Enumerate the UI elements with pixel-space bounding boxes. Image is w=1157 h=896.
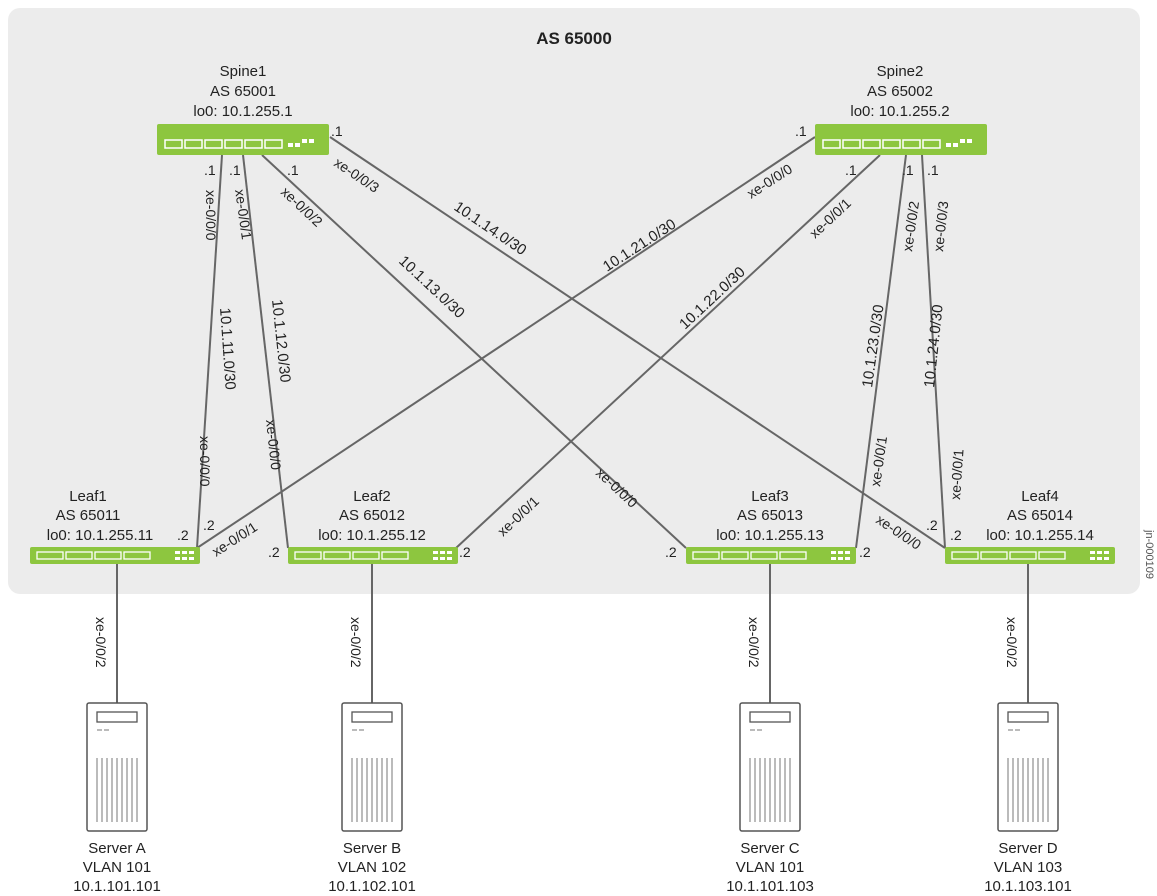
spine1-lo0: lo0: 10.1.255.1	[193, 103, 292, 120]
leaf4-port-xe001: xe-0/0/1	[947, 448, 967, 500]
spine2-port-xe002: xe-0/0/2	[899, 200, 922, 253]
leaf3-switch-icon	[686, 547, 856, 564]
spine2-ip-xe002: .1	[902, 162, 914, 178]
link-spine1-leaf4	[329, 136, 946, 549]
link-spine2-leaf2	[455, 154, 881, 549]
leaf2-as: AS 65012	[339, 507, 405, 524]
link-spine1-leaf2	[242, 154, 289, 549]
leaf1-port-xe000: xe-0/0/0	[197, 436, 213, 487]
serverA-port: xe-0/0/2	[93, 617, 109, 668]
link-spine1-leaf1	[196, 154, 223, 549]
server-a[interactable]: Server A VLAN 101 10.1.101.101	[73, 702, 161, 895]
server-a-ip: 10.1.101.101	[73, 878, 161, 895]
spine2-lo0: lo0: 10.1.255.2	[850, 103, 949, 120]
leaf4-as: AS 65014	[1007, 507, 1073, 524]
spine1-ip-xe003: .1	[331, 123, 343, 139]
leaf-ip-labels: .2 .2 .2 .2 .2 .2 .2 .2	[177, 517, 962, 560]
leaf4-lo0: lo0: 10.1.255.14	[986, 527, 1094, 544]
figure-id: jn-000109	[1143, 529, 1155, 579]
leaf4-ip-xe001: .2	[950, 527, 962, 543]
fabric-links	[196, 136, 946, 549]
spine-ip-labels: .1 .1 .1 .1 .1 .1 .1 .1	[204, 123, 939, 178]
spine1-name: Spine1	[220, 63, 267, 80]
spine2-ip-xe003: .1	[927, 162, 939, 178]
spine1[interactable]: Spine1 AS 65001 lo0: 10.1.255.1	[157, 63, 329, 155]
spine1-port-xe001: xe-0/0/1	[232, 188, 255, 241]
leaf4-switch-icon	[945, 547, 1115, 564]
leaf1-name: Leaf1	[69, 488, 107, 505]
server-b-ip: 10.1.102.101	[328, 878, 416, 895]
server-d-name: Server D	[998, 840, 1057, 857]
leaf3-ip-xe000: .2	[665, 544, 677, 560]
spine2-name: Spine2	[877, 63, 924, 80]
spine2-ip-xe000: .1	[795, 123, 807, 139]
leaf2-ip-xe000: .2	[268, 544, 280, 560]
server-a-name: Server A	[88, 840, 146, 857]
leaf1-ip-xe001: .2	[203, 517, 215, 533]
spine1-ip-xe000: .1	[204, 162, 216, 178]
leaf2-name: Leaf2	[353, 488, 391, 505]
serverB-port: xe-0/0/2	[348, 617, 364, 668]
server-c[interactable]: Server C VLAN 101 10.1.101.103	[726, 702, 814, 895]
server-c-name: Server C	[740, 840, 799, 857]
leaf1-lo0: lo0: 10.1.255.11	[47, 527, 153, 544]
leaf3-lo0: lo0: 10.1.255.13	[716, 527, 824, 544]
server-port-labels: xe-0/0/2 xe-0/0/2 xe-0/0/2 xe-0/0/2	[93, 617, 1020, 668]
leaf3-name: Leaf3	[751, 488, 789, 505]
spine2-port-xe003: xe-0/0/3	[930, 200, 951, 252]
leaf1-switch-icon	[30, 547, 200, 564]
spine2-ip-xe001: .1	[845, 162, 857, 178]
server-b-name: Server B	[343, 840, 401, 857]
leaf2-lo0: lo0: 10.1.255.12	[318, 527, 426, 544]
server-d-vlan: VLAN 103	[994, 859, 1062, 876]
leaf1-as: AS 65011	[56, 507, 121, 524]
leaf2[interactable]: Leaf2 AS 65012 lo0: 10.1.255.12	[288, 488, 458, 564]
link-spine2-leaf1	[196, 136, 816, 549]
link-spine2-leaf4	[921, 154, 946, 549]
access-links	[116, 564, 1029, 703]
as-65000-label: AS 65000	[536, 29, 612, 48]
server-c-ip: 10.1.101.103	[726, 878, 814, 895]
subnet-10-1-11-0: 10.1.11.0/30	[216, 307, 239, 390]
serverC-port: xe-0/0/2	[746, 617, 762, 668]
leaf2-switch-icon	[288, 547, 458, 564]
leaf4-name: Leaf4	[1021, 488, 1059, 505]
leaf1-ip-xe000: .2	[177, 527, 189, 543]
spine1-ip-xe002: .1	[287, 162, 299, 178]
server-b-vlan: VLAN 102	[338, 859, 406, 876]
server-b[interactable]: Server B VLAN 102 10.1.102.101	[328, 702, 416, 895]
leaf2-ip-xe001: .2	[459, 544, 471, 560]
server-d[interactable]: Server D VLAN 103 10.1.103.101	[984, 702, 1072, 895]
spine2-as: AS 65002	[867, 83, 933, 100]
spine1-ip-xe001: .1	[229, 162, 241, 178]
leaf3-as: AS 65013	[737, 507, 803, 524]
server-a-vlan: VLAN 101	[83, 859, 151, 876]
leaf3-port-xe001: xe-0/0/1	[867, 435, 890, 488]
leaf2-port-xe000: xe-0/0/0	[263, 419, 284, 471]
spine2[interactable]: Spine2 AS 65002 lo0: 10.1.255.2	[815, 63, 987, 155]
link-spine1-leaf3	[261, 154, 687, 549]
leaf4-ip-xe000: .2	[926, 517, 938, 533]
server-d-ip: 10.1.103.101	[984, 878, 1072, 895]
spine1-as: AS 65001	[210, 83, 276, 100]
leaf4[interactable]: Leaf4 AS 65014 lo0: 10.1.255.14	[945, 488, 1115, 564]
serverD-port: xe-0/0/2	[1004, 617, 1020, 668]
leaf3[interactable]: Leaf3 AS 65013 lo0: 10.1.255.13	[686, 488, 856, 564]
leaf3-ip-xe001: .2	[859, 544, 871, 560]
server-c-vlan: VLAN 101	[736, 859, 804, 876]
spine1-port-xe000: xe-0/0/0	[203, 190, 219, 241]
leaf1[interactable]: Leaf1 AS 65011 lo0: 10.1.255.11	[30, 488, 200, 564]
link-spine2-leaf3	[855, 154, 907, 549]
